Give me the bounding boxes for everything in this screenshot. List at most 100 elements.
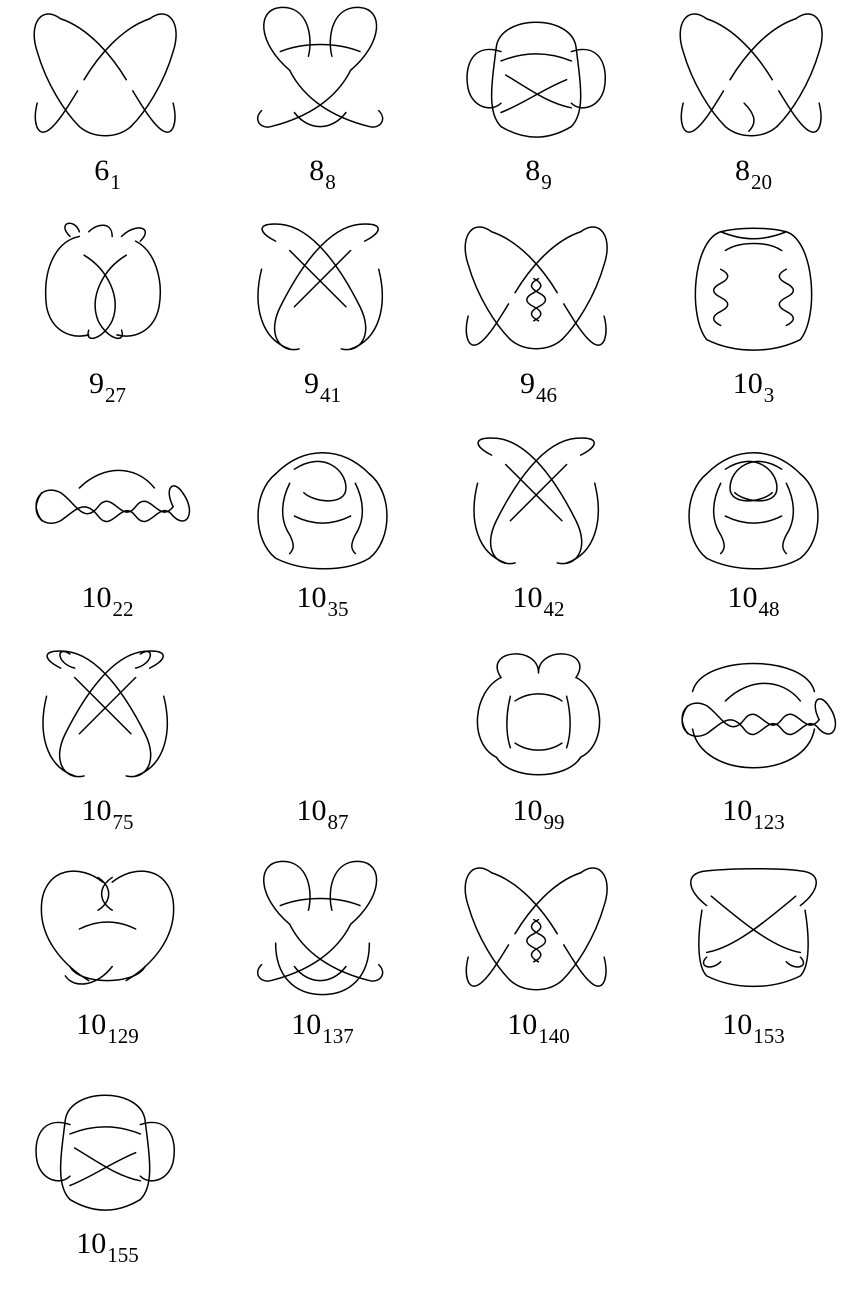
twist-right [778, 268, 795, 327]
strand-2 [281, 482, 294, 555]
knot-index: 41 [320, 383, 341, 407]
ring-strand-1 [691, 728, 816, 769]
knot-label: 1087 [215, 796, 430, 833]
strand-1 [490, 437, 595, 565]
knot-crossing-number: 10 [732, 367, 763, 400]
knot-index: 155 [107, 1243, 139, 1267]
strand-2 [504, 463, 568, 522]
twist-strand [743, 102, 755, 132]
knot-index: 27 [105, 383, 126, 407]
strand-0 [464, 867, 563, 991]
strand-3 [288, 923, 384, 982]
knot-cell: 10155 [0, 1073, 215, 1286]
strand-3 [514, 693, 563, 751]
knot-index: 153 [753, 1024, 785, 1048]
strand-0 [35, 1121, 71, 1182]
strand-3 [116, 240, 161, 337]
knot-diagram [681, 662, 837, 769]
strand-1 [705, 452, 802, 475]
strand-2 [59, 1094, 151, 1211]
knot-label: 1099 [431, 796, 646, 833]
knot-diagram [35, 1094, 175, 1211]
knot-label: 820 [646, 156, 861, 193]
strand-3 [782, 482, 795, 555]
knot-label: 10129 [0, 1010, 215, 1047]
knot-diagram [235, 640, 410, 790]
strand-1 [776, 13, 823, 128]
strand-3 [34, 18, 151, 133]
knot-index: 20 [751, 170, 772, 194]
strand-3 [680, 18, 797, 133]
knot-cell: 1042 [431, 427, 646, 640]
strand-1 [570, 48, 606, 109]
strand-1 [120, 227, 147, 242]
knot-diagram [688, 452, 819, 570]
knot-crossing-number: 10 [81, 581, 112, 614]
strand-5 [293, 111, 347, 128]
knot-label: 946 [431, 369, 646, 406]
knot-label: 61 [0, 156, 215, 193]
strand-4 [293, 515, 352, 524]
knot-crossing-number: 10 [722, 794, 753, 827]
knot-label: 103 [646, 369, 861, 406]
knot-index: 9 [541, 170, 552, 194]
knot-label: 88 [215, 156, 430, 193]
strand-0 [46, 650, 152, 778]
knot-diagram [35, 469, 191, 524]
strand-1 [274, 223, 379, 351]
mid-strand [724, 242, 783, 252]
strand-3 [351, 482, 364, 555]
knot-index: 48 [758, 597, 780, 621]
twist-strand-b [530, 918, 547, 963]
knot-crossing-number: 9 [89, 367, 104, 400]
knot-index: 140 [538, 1024, 570, 1048]
outer-strand [694, 231, 813, 351]
knot-diagram [476, 653, 601, 776]
knot-label: 1075 [0, 796, 215, 833]
knot-cell: 89 [431, 0, 646, 213]
strand-3 [702, 956, 805, 968]
strand-0 [477, 437, 583, 565]
strand-3 [69, 1126, 142, 1135]
knot-diagram [473, 437, 599, 565]
knot-diagram [257, 6, 384, 128]
strand-1 [139, 1121, 175, 1182]
top-strand [719, 227, 788, 240]
knot-crossing-number: 10 [76, 1008, 107, 1041]
strand-0 [33, 13, 132, 137]
knot-index: 1 [110, 170, 121, 194]
knot-diagram [694, 227, 813, 351]
strand-1 [329, 860, 378, 926]
strand-3 [465, 231, 582, 346]
knot-label: 1035 [215, 583, 430, 620]
knot-index: 8 [325, 170, 336, 194]
strand-3 [500, 53, 573, 62]
knot-crossing-number: 8 [525, 154, 541, 187]
knot-crossing-number: 10 [296, 794, 327, 827]
strand-3 [465, 872, 582, 987]
knot-diagram [44, 222, 161, 340]
strand-3 [78, 921, 137, 930]
knot-index: 22 [112, 597, 134, 621]
twist-strand-b [530, 277, 547, 322]
outer-strand [274, 942, 371, 996]
strand-3 [168, 485, 191, 522]
knot-index: 137 [322, 1024, 354, 1048]
strand-2 [705, 18, 822, 133]
knot-index: 123 [753, 810, 785, 834]
strand-4 [257, 923, 352, 982]
knot-diagram [466, 21, 606, 138]
strand-0 [35, 491, 174, 524]
knot-label: 10140 [431, 1010, 646, 1047]
knot-index: 35 [327, 597, 349, 621]
knot-cell: 1035 [215, 427, 430, 640]
knot-index: 75 [112, 810, 134, 834]
strand-3 [42, 695, 168, 777]
strand-0 [64, 222, 113, 238]
knot-crossing-number: 6 [94, 154, 110, 187]
strand-1 [561, 226, 608, 341]
strand-0 [263, 860, 311, 926]
knot-diagram [464, 867, 608, 991]
knot-label: 10153 [646, 1010, 861, 1047]
